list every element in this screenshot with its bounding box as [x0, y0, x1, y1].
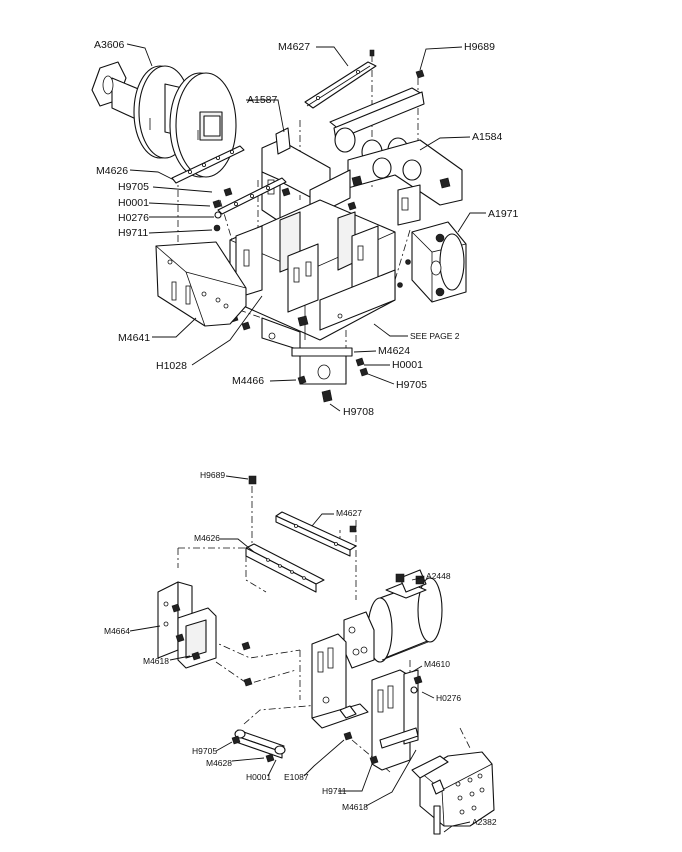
label-a2382: A2382	[472, 817, 497, 827]
part-m4628-bar	[231, 729, 286, 763]
label-h9711: H9711	[118, 227, 148, 239]
label-h0001: H0001	[118, 197, 149, 209]
part-e1087-clip	[339, 705, 379, 765]
part-m4664-left-bracket	[157, 581, 253, 687]
label-a2448: A2448	[426, 571, 451, 581]
part-a3606-winch-drum	[91, 61, 237, 178]
bottom-leader-lines	[129, 475, 471, 833]
label-a1971: A1971	[488, 208, 519, 220]
label-h0001-b: H0001	[392, 359, 423, 371]
label-a1584: A1584	[472, 131, 503, 143]
part-m4627-bottom-bar	[275, 511, 357, 557]
label-m4618-b: M4618	[342, 802, 368, 812]
label-m4627-bottom: M4627	[336, 508, 362, 518]
label-h9705-bottom: H9705	[192, 746, 217, 756]
label-h0001-bottom: H0001	[246, 772, 271, 782]
label-m4618: M4618	[143, 656, 169, 666]
part-center-plate	[311, 633, 369, 729]
part-a1971-end-block	[411, 221, 467, 303]
label-h9705: H9705	[118, 181, 149, 193]
part-m4626-bottom-bar	[245, 543, 325, 593]
label-a1587: A1587	[247, 94, 278, 106]
label-a3606: A3606	[94, 39, 125, 51]
label-h9689: H9689	[464, 41, 495, 53]
label-m4626-bottom: M4626	[194, 533, 220, 543]
label-m4664: M4664	[104, 626, 130, 636]
label-see-page-2: SEE PAGE 2	[410, 331, 460, 341]
top-exploded-view: A3606 M4627 H9689 A1587 A1584 M4626 H970…	[91, 39, 519, 418]
bottom-exploded-view: H9689 M4627 M4626 A2448 M4664 M4618 M461…	[104, 470, 497, 835]
label-m4627: M4627	[278, 41, 310, 53]
label-h9711-bottom: H9711	[322, 786, 347, 796]
bottom-part-labels: H9689 M4627 M4626 A2448 M4664 M4618 M461…	[104, 470, 497, 827]
label-m4610: M4610	[424, 659, 450, 669]
label-h9708: H9708	[343, 406, 374, 418]
part-m4627-bar	[304, 49, 377, 109]
top-leader-lines	[126, 43, 486, 412]
part-h9689-screw	[248, 475, 257, 485]
label-m4626: M4626	[96, 165, 128, 177]
label-m4628: M4628	[206, 758, 232, 768]
label-h1028: H1028	[156, 360, 187, 372]
label-m4624: M4624	[378, 345, 410, 357]
part-m4610-slotted-plate	[371, 669, 423, 771]
part-a2382-end-plate	[411, 751, 495, 835]
part-h9689-bolt	[415, 69, 425, 79]
label-h0276-bottom: H0276	[436, 693, 461, 703]
label-e1087: E1087	[284, 772, 309, 782]
part-m4626-strip	[171, 145, 287, 215]
label-h0276: H0276	[118, 212, 149, 224]
part-m4624-bottom-bracket	[291, 347, 369, 403]
part-central-frame	[229, 199, 396, 351]
part-m4641-plate	[155, 241, 247, 327]
label-m4641: M4641	[118, 332, 150, 344]
part-a1584-roller-bracket	[329, 87, 463, 226]
top-part-labels: A3606 M4627 H9689 A1587 A1584 M4626 H970…	[94, 39, 519, 418]
label-m4466: M4466	[232, 375, 264, 387]
label-h9705-b: H9705	[396, 379, 427, 391]
part-a2448-winch-motor	[343, 569, 443, 669]
label-h9689-bottom: H9689	[200, 470, 225, 480]
